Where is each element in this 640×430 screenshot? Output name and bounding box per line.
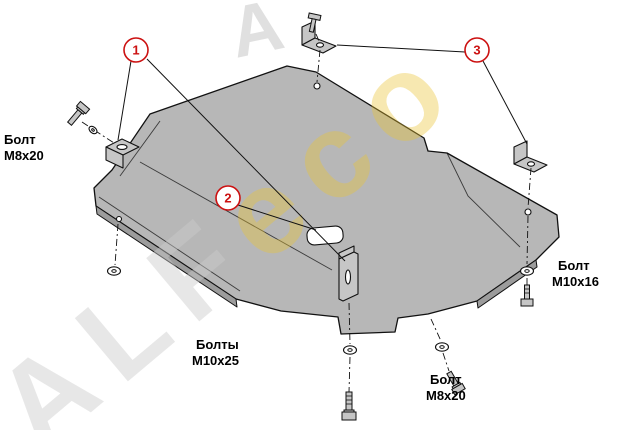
axis-line — [348, 356, 351, 393]
bolt-name: Болт — [558, 258, 590, 273]
axis-line — [442, 352, 450, 372]
crease-line — [98, 196, 241, 292]
callout-number: 1 — [132, 43, 139, 58]
leader-line — [146, 58, 346, 262]
crease-line — [119, 120, 161, 177]
bolt-axis-lines — [81, 33, 532, 393]
washer-icon-right — [519, 266, 535, 276]
bolt-icon-bottom — [341, 391, 357, 421]
bolt-size: M10x25 — [192, 353, 239, 368]
washer-hole — [439, 345, 445, 349]
mounting-bracket-bottom — [338, 245, 359, 302]
axis-line — [527, 167, 532, 209]
callout-3: 3 — [464, 37, 490, 63]
plate-bolt-hole-right — [524, 208, 532, 216]
axis-line — [348, 302, 351, 345]
bracket-slot — [116, 144, 128, 150]
bolt-icon-bottom-right — [446, 370, 466, 396]
callout-circle — [215, 185, 241, 211]
plate-bolt-hole-top — [313, 82, 321, 90]
callout-circle — [464, 37, 490, 63]
axis-line — [114, 223, 119, 266]
washer-icon-bottom — [342, 345, 358, 355]
callout-1: 1 — [123, 37, 149, 63]
callout-leader-lines — [117, 44, 528, 262]
leader-line — [237, 204, 317, 231]
bolt-icon-top-left — [66, 100, 91, 126]
label-bolts-bottom: Болты M10x25 — [192, 337, 239, 368]
axis-line — [316, 49, 321, 83]
crease-line — [139, 161, 333, 271]
washer-hole — [111, 269, 117, 273]
washer-icon-bottom-right — [434, 342, 450, 352]
washer-icon-left — [106, 266, 122, 276]
mounting-bracket-top — [301, 20, 337, 54]
plate-front-edge — [95, 205, 238, 308]
leader-line — [336, 44, 466, 53]
label-bolt-bottom-right: Болт M8x20 — [426, 372, 466, 403]
bolt-icon-top-center — [307, 12, 322, 33]
bolt-icon-right — [520, 284, 534, 307]
bolt-size: M10x16 — [552, 274, 599, 289]
washer-hole — [91, 128, 95, 132]
leader-line — [117, 60, 132, 141]
bolt-head — [341, 411, 357, 421]
plate-bolt-hole-left — [115, 215, 123, 223]
bolt-shaft — [66, 109, 83, 126]
crease-line — [446, 152, 521, 248]
bolt-shaft — [345, 391, 353, 411]
washer-hole — [347, 348, 353, 352]
axis-line — [430, 318, 442, 342]
bracket-hole — [315, 42, 325, 48]
skid-plate — [93, 65, 560, 335]
bolt-name: Болт — [430, 372, 462, 387]
leader-line — [482, 60, 528, 145]
washer-hole — [524, 269, 530, 273]
axis-line — [315, 33, 320, 42]
mounting-bracket-right — [513, 140, 548, 173]
axis-line — [81, 121, 115, 144]
bolt-name: Болты — [196, 337, 239, 352]
bolt-name: Болт — [4, 132, 36, 147]
callout-number: 2 — [224, 191, 231, 206]
axis-line — [526, 215, 529, 265]
callout-number: 3 — [473, 43, 480, 58]
label-bolt-top-left: Болт M8x20 — [4, 132, 44, 163]
label-bolt-right: Болт M10x16 — [552, 258, 599, 289]
bracket-hole — [526, 161, 536, 167]
bolt-shaft — [524, 284, 530, 300]
bolt-head — [520, 298, 534, 307]
bracket-slot — [344, 269, 352, 285]
bolt-size: M8x20 — [426, 388, 466, 403]
bolt-shaft — [308, 18, 317, 33]
bracket-front-face — [105, 146, 124, 169]
mounting-bracket-left — [105, 138, 140, 169]
callout-2: 2 — [215, 185, 241, 211]
callout-circle — [123, 37, 149, 63]
washer-icon-top-left — [88, 125, 98, 135]
bolt-size: M8x20 — [4, 148, 44, 163]
bolt-head — [451, 382, 466, 396]
watermark-stray-letter: A — [223, 0, 290, 74]
